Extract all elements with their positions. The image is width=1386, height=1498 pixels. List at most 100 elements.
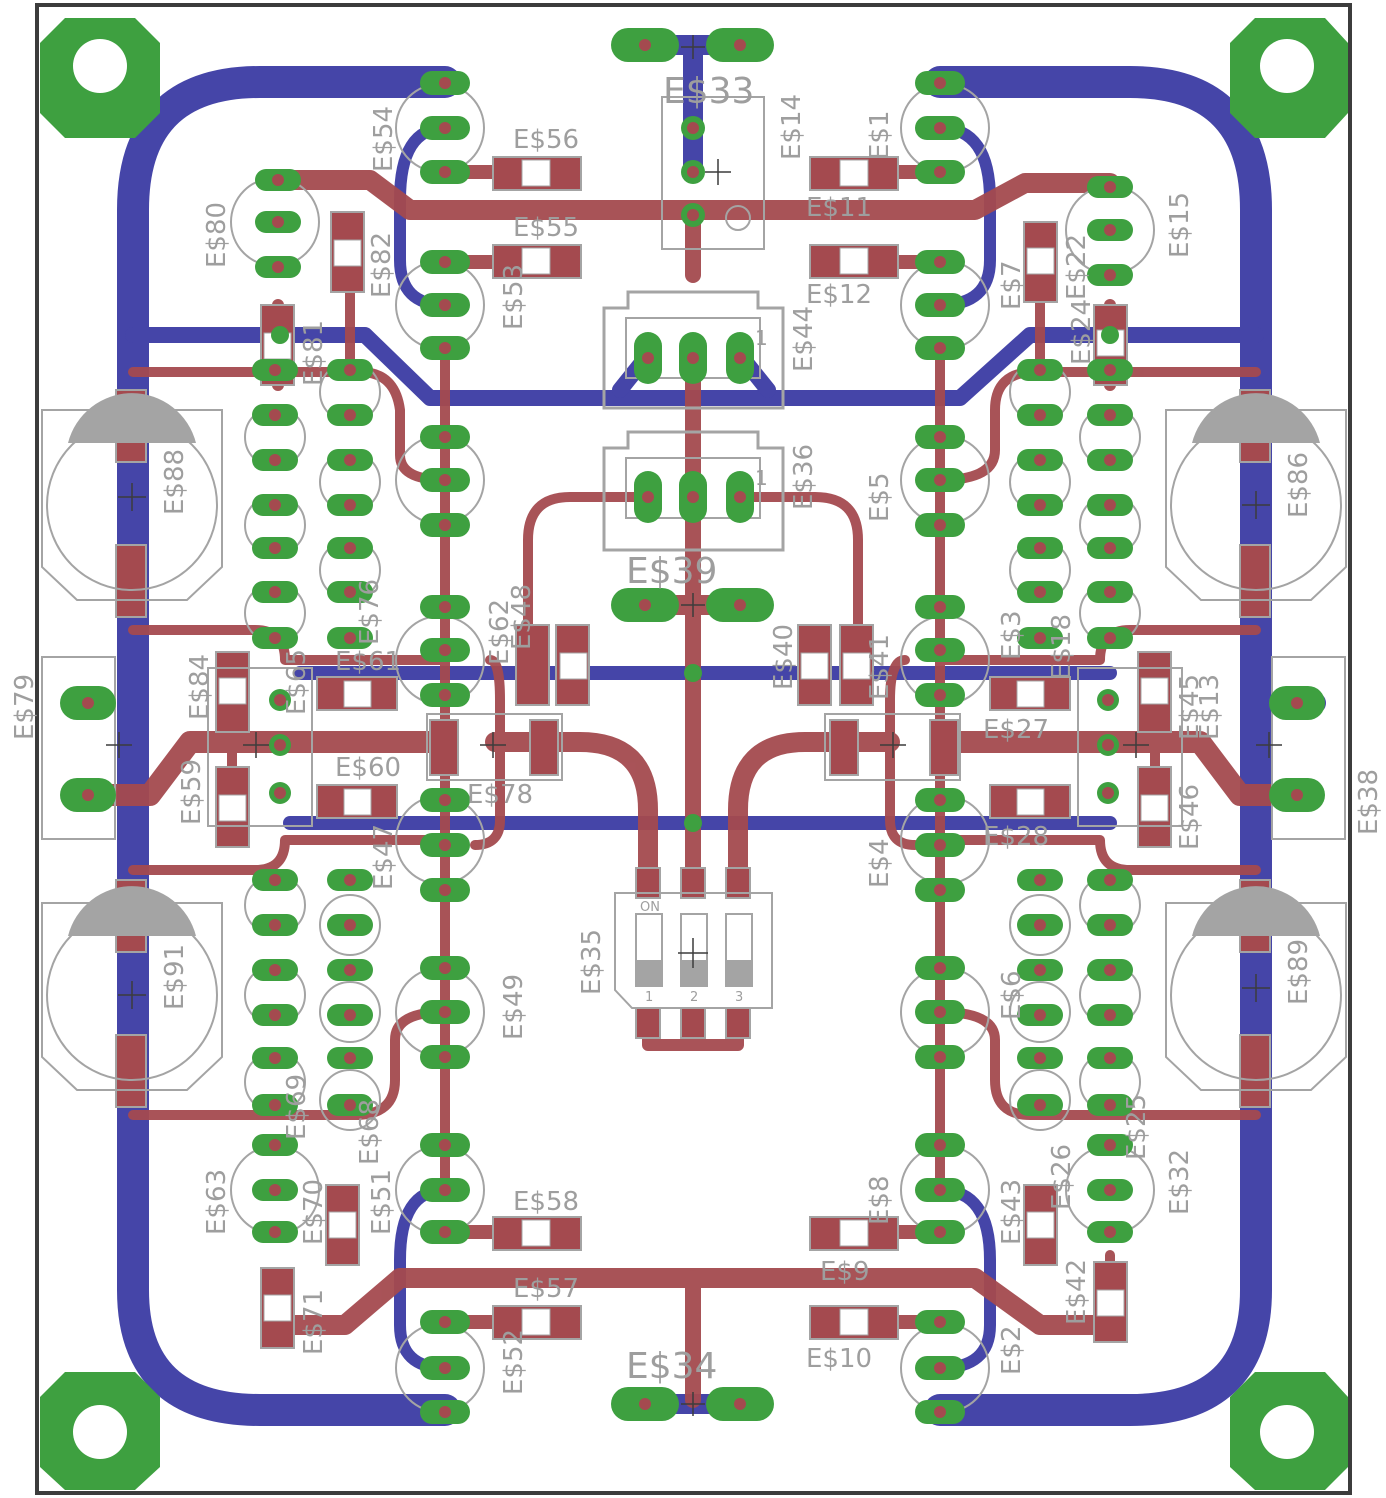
pad-drill bbox=[269, 1052, 281, 1064]
pad-drill bbox=[269, 1139, 281, 1151]
pad-drill bbox=[1104, 409, 1116, 421]
label-e14: E$14 bbox=[777, 94, 807, 160]
pad-drill bbox=[687, 491, 699, 503]
label-e47: E$47 bbox=[369, 824, 399, 890]
pad-drill bbox=[687, 122, 699, 134]
pad-drill bbox=[439, 839, 451, 851]
label-e43: E$43 bbox=[997, 1179, 1027, 1245]
pad-drill bbox=[439, 644, 451, 656]
label-e3: E$3 bbox=[997, 610, 1027, 660]
label-e15: E$15 bbox=[1165, 192, 1195, 258]
pad-drill bbox=[82, 697, 94, 709]
pad-drill bbox=[269, 1226, 281, 1238]
pad-drill bbox=[734, 599, 746, 611]
pad-drill bbox=[1104, 224, 1116, 236]
label-e57: E$57 bbox=[513, 1274, 579, 1304]
silkscreen-layer bbox=[41, 96, 1347, 1091]
pad-drill bbox=[1034, 1099, 1046, 1111]
label-e68: E$68 bbox=[355, 1099, 385, 1165]
pad-drill bbox=[269, 499, 281, 511]
pad-drill bbox=[934, 342, 946, 354]
via bbox=[684, 814, 702, 832]
label-e76: E$76 bbox=[355, 579, 385, 645]
label-e39: E$39 bbox=[626, 551, 717, 592]
label-e80: E$80 bbox=[202, 202, 232, 268]
pad-drill bbox=[934, 644, 946, 656]
pad-drill bbox=[344, 1099, 356, 1111]
label-e52: E$52 bbox=[499, 1329, 529, 1395]
pad-drill bbox=[439, 342, 451, 354]
label-e38: E$38 bbox=[1354, 769, 1384, 835]
pad-drill bbox=[934, 122, 946, 134]
label-e6: E$6 bbox=[997, 970, 1027, 1020]
label-e46: E$46 bbox=[1175, 784, 1205, 850]
pad-drill bbox=[734, 39, 746, 51]
pad-drill bbox=[439, 431, 451, 443]
label-e5: E$5 bbox=[865, 472, 895, 522]
label-e8: E$8 bbox=[865, 1175, 895, 1225]
pad-drill bbox=[1104, 364, 1116, 376]
label-e4: E$4 bbox=[865, 838, 895, 888]
label-e49: E$49 bbox=[499, 974, 529, 1040]
pad-drill bbox=[344, 364, 356, 376]
label-e27: E$27 bbox=[983, 715, 1049, 745]
pad-drill bbox=[934, 299, 946, 311]
label-e55: E$55 bbox=[513, 213, 579, 243]
pad-drill bbox=[1034, 499, 1046, 511]
label-e33: E$33 bbox=[663, 71, 754, 112]
label-e61: E$61 bbox=[335, 647, 401, 677]
pad-drill bbox=[82, 789, 94, 801]
pad-drill bbox=[1034, 964, 1046, 976]
pad-drill bbox=[1102, 787, 1114, 799]
label-e91: E$91 bbox=[160, 944, 190, 1010]
pad-drill bbox=[439, 474, 451, 486]
label-e2: E$2 bbox=[997, 1325, 1027, 1375]
label-e35: E$35 bbox=[577, 929, 607, 995]
pad-drill bbox=[639, 39, 651, 51]
pad-drill bbox=[439, 601, 451, 613]
connector-pin1-e36: 1 bbox=[755, 466, 768, 490]
bottom-copper-layer bbox=[64, 35, 1326, 1426]
pad-drill bbox=[934, 1139, 946, 1151]
switch-pin-3: 3 bbox=[735, 990, 743, 1005]
pad-drill bbox=[272, 174, 284, 186]
pad-drill bbox=[439, 166, 451, 178]
label-e24: E$24 bbox=[1067, 299, 1097, 365]
pad-drill bbox=[1104, 269, 1116, 281]
pad-drill bbox=[269, 919, 281, 931]
origin-crosshairs bbox=[106, 35, 1282, 1416]
pad-drill bbox=[1034, 1052, 1046, 1064]
pad-drill bbox=[934, 431, 946, 443]
label-e9: E$9 bbox=[820, 1257, 870, 1287]
pad-drill bbox=[1104, 1052, 1116, 1064]
pad-drill bbox=[934, 1006, 946, 1018]
pad-drill bbox=[934, 601, 946, 613]
pad-drill bbox=[687, 209, 699, 221]
pad-drill bbox=[439, 256, 451, 268]
pad-drill bbox=[439, 1139, 451, 1151]
pad-drill bbox=[734, 491, 746, 503]
pad-drill bbox=[1104, 1009, 1116, 1021]
pad-drill bbox=[439, 884, 451, 896]
pad-drill bbox=[1104, 919, 1116, 931]
label-e54: E$54 bbox=[369, 106, 399, 172]
pad-drill bbox=[344, 1052, 356, 1064]
pad-drill bbox=[344, 1009, 356, 1021]
pad-drill bbox=[639, 599, 651, 611]
pad-drill bbox=[269, 1099, 281, 1111]
pad-drill bbox=[1291, 789, 1303, 801]
pad-drill bbox=[687, 352, 699, 364]
via bbox=[1101, 326, 1119, 344]
label-e26: E$26 bbox=[1047, 1144, 1077, 1210]
pad-drill bbox=[1291, 697, 1303, 709]
smd-pad-centers bbox=[218, 159, 1169, 1336]
component-labels: E$33 E$39 E$34 E$56 E$55 E$11 E$12 E$58 … bbox=[10, 71, 1384, 1395]
label-e41: E$41 bbox=[865, 634, 895, 700]
pad-drill bbox=[642, 491, 654, 503]
pad-drill bbox=[344, 586, 356, 598]
pad-drill bbox=[934, 839, 946, 851]
pad-drill bbox=[269, 586, 281, 598]
pad-drill bbox=[1034, 874, 1046, 886]
pad-drill bbox=[269, 364, 281, 376]
